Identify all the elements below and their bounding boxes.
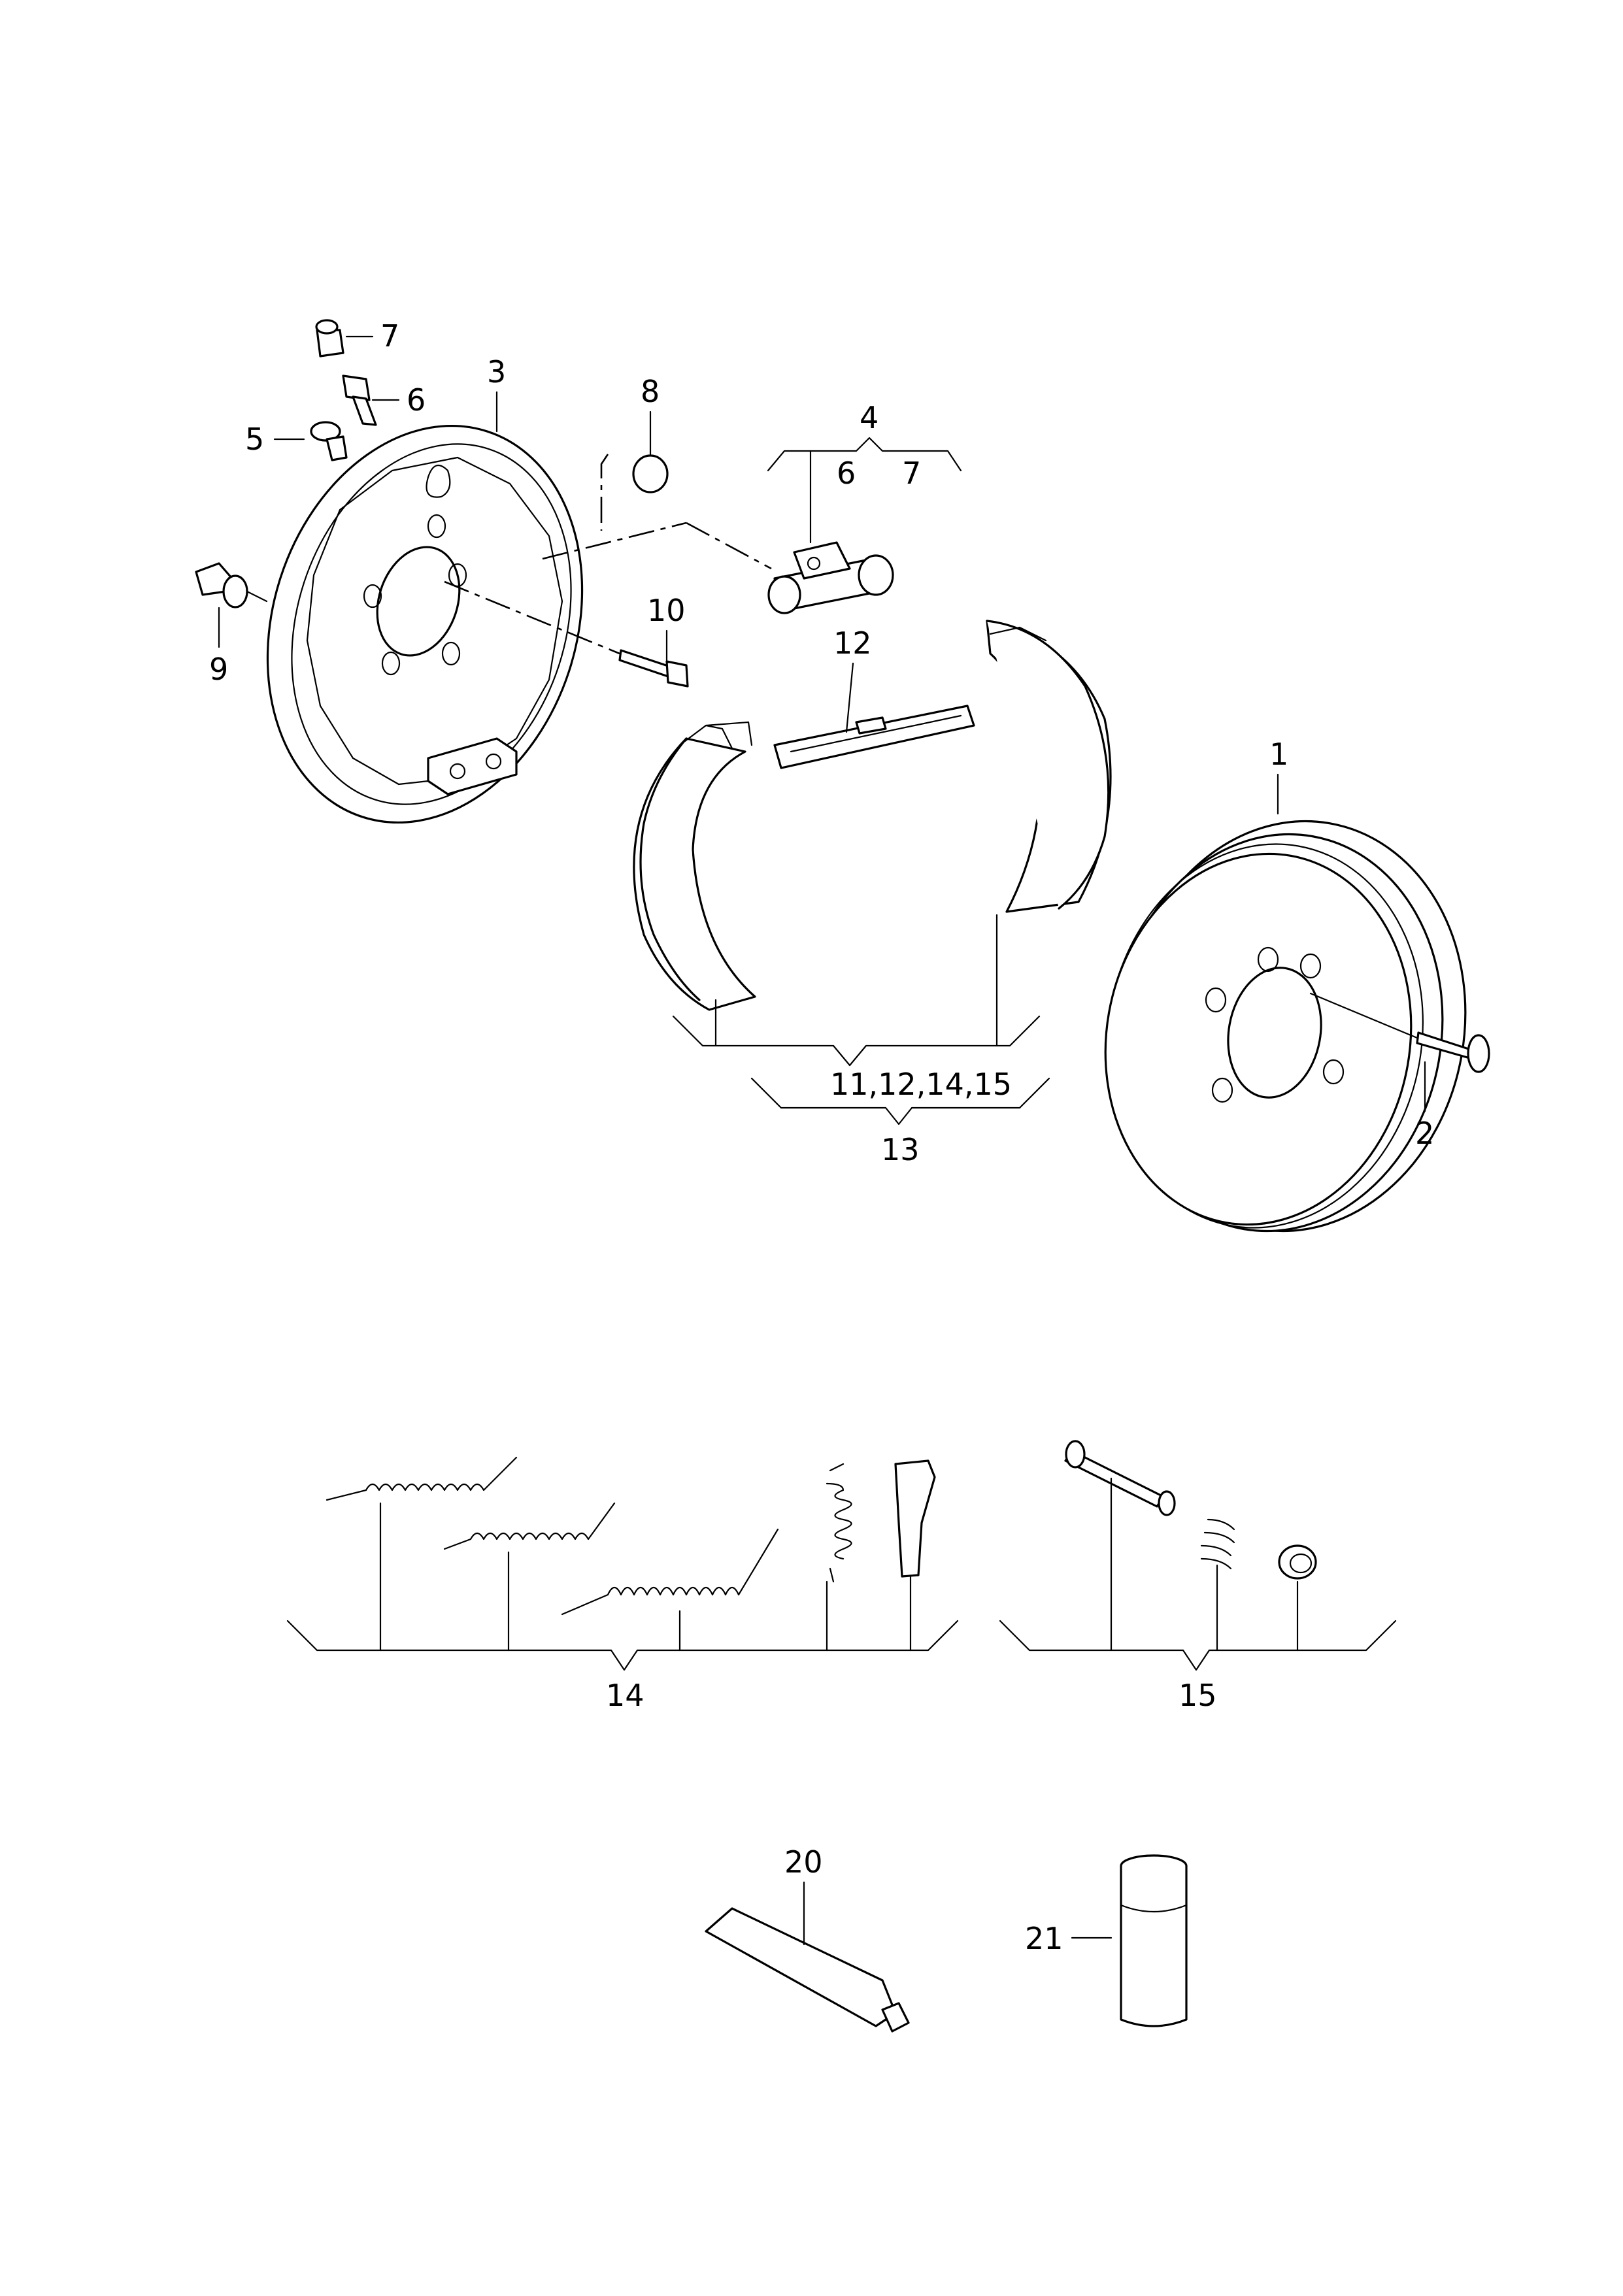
brake-drum: [1104, 820, 1467, 1233]
leader-lines: [218, 335, 1426, 1946]
callout-5: 5: [245, 422, 264, 457]
brake-shoe-left: [633, 721, 756, 1011]
grease-tube: [705, 1907, 910, 2033]
spray-can: [1120, 1854, 1188, 2027]
backing-plate: [266, 424, 584, 824]
brake-shoe-right: [986, 620, 1112, 913]
callout-6: 6: [407, 382, 426, 418]
callout-9: 9: [209, 652, 228, 687]
callout-10: 10: [647, 593, 686, 628]
callout-2: 2: [1415, 1116, 1434, 1151]
callout-15: 15: [1179, 1678, 1217, 1713]
screw-5: [310, 421, 348, 461]
drum-screw: [1309, 992, 1490, 1073]
adjuster-strut: [773, 705, 975, 769]
bolt: [444, 580, 689, 688]
callout-7: 7: [380, 318, 399, 354]
callout-11-12-14-15: 11,12,14,15: [830, 1067, 1012, 1102]
callout-13: 13: [881, 1132, 920, 1167]
wheel-cylinder: [542, 454, 894, 614]
callout-20: 20: [784, 1844, 823, 1880]
callout-12: 12: [833, 625, 872, 661]
hold-down-hardware: [1064, 1440, 1317, 1580]
callout-3: 3: [487, 354, 506, 390]
callout-8: 8: [641, 374, 660, 409]
fitting-6: [342, 374, 377, 426]
callout-4-sub-6: 6: [837, 456, 856, 491]
fitting-7: [315, 319, 344, 358]
callout-4: 4: [860, 400, 878, 435]
spring-set: [326, 1456, 936, 1616]
callout-14: 14: [606, 1678, 644, 1713]
callout-4-sub-7: 7: [902, 456, 921, 491]
bleed-valve: [195, 562, 268, 608]
callout-1: 1: [1269, 737, 1288, 772]
plug: [632, 454, 669, 493]
callout-labels: 1 2 3 4 6 7 5 6 7 8 9 10 12 11,12,14,15 …: [209, 318, 1434, 1956]
callout-21: 21: [1025, 1921, 1063, 1956]
